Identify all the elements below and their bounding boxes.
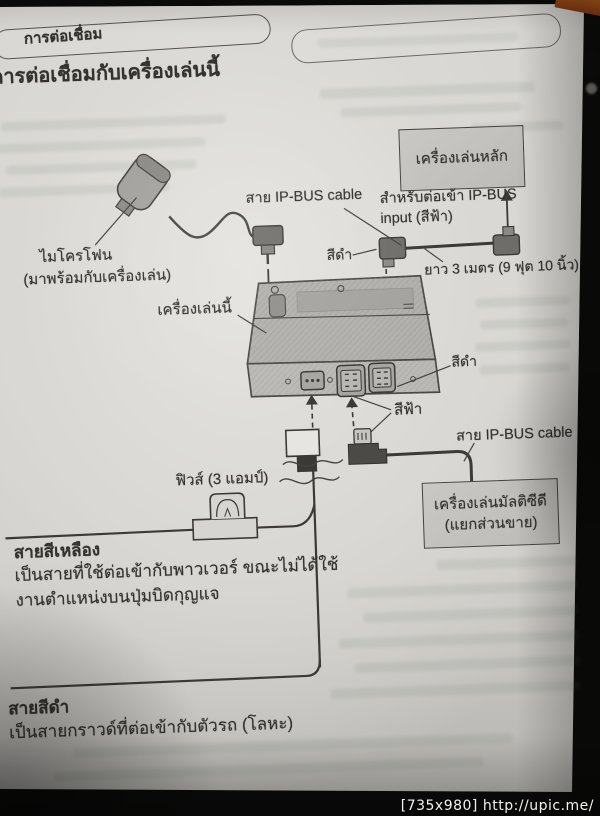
multi-cd-box: เครื่องเล่นมัลติซีดี (แยกส่วนขาย)	[421, 478, 560, 549]
head-unit-label: เครื่องเล่นหลัก	[415, 147, 509, 169]
black-top-label: สีดำ	[326, 246, 353, 263]
dashed-arrow-blue-plug	[345, 397, 358, 427]
port-ipbus-black	[367, 362, 397, 394]
power-connector-drawing	[284, 428, 321, 473]
ipbus-connector-bottom-drawing	[347, 427, 474, 482]
port-power	[300, 370, 325, 391]
pointer-line-ipbus-bottom	[463, 442, 475, 462]
ipbus-input-label-line2: input (สีฟ้า)	[380, 208, 454, 228]
main-unit-drawing	[246, 274, 441, 398]
pointer-line-ipbus-top	[343, 207, 402, 246]
up-arrow-to-head-unit	[500, 189, 513, 227]
microphone-label: ไมโครโฟน	[39, 246, 113, 267]
ipbus-cable-top-drawing	[378, 225, 521, 268]
microphone-drawing	[114, 153, 258, 239]
pointer-line-black-top	[352, 248, 377, 256]
this-unit-label: เครื่องเล่นนี้	[157, 299, 233, 319]
yellow-wire-run	[5, 528, 194, 540]
pointer-lines-blue	[352, 395, 392, 436]
pointer-line-this-unit	[237, 314, 267, 334]
fuse-label: ฟิวส์ (3 แอมป์)	[175, 469, 269, 490]
fuse-drawing	[191, 492, 259, 541]
black-wire-title: สายสีดำ	[7, 697, 70, 719]
pointer-line-length	[424, 248, 444, 263]
yellow-wire-branch	[257, 504, 316, 529]
blue-label: สีฟ้า	[393, 400, 423, 419]
port-ipbus-blue	[335, 364, 367, 398]
ipbus-cable-bottom-run	[386, 450, 474, 482]
mic-plug-drawing	[252, 224, 284, 265]
wire-break-symbol	[279, 459, 344, 485]
multi-cd-label-line2: (แยกส่วนขาย)	[444, 513, 538, 534]
pointer-line-black-port	[397, 365, 451, 388]
head-unit-box: เครื่องเล่นหลัก	[398, 125, 526, 192]
page-edge-mark-gray	[586, 83, 597, 94]
pointer-line-microphone	[94, 197, 137, 246]
black-ground-wire	[312, 469, 322, 668]
multi-cd-label-line1: เครื่องเล่นมัลติซีดี	[433, 492, 548, 514]
watermark-text: [735x980] http://upic.me/	[400, 798, 594, 814]
dashed-arrow-power	[305, 394, 318, 428]
page-edge-mark-dark	[584, 50, 600, 78]
black-port-label: สีดำ	[451, 352, 478, 370]
black-ground-wire-run	[10, 659, 321, 690]
yellow-wire-title: สายสีเหลือง	[13, 540, 101, 563]
microphone-cable	[168, 211, 258, 239]
